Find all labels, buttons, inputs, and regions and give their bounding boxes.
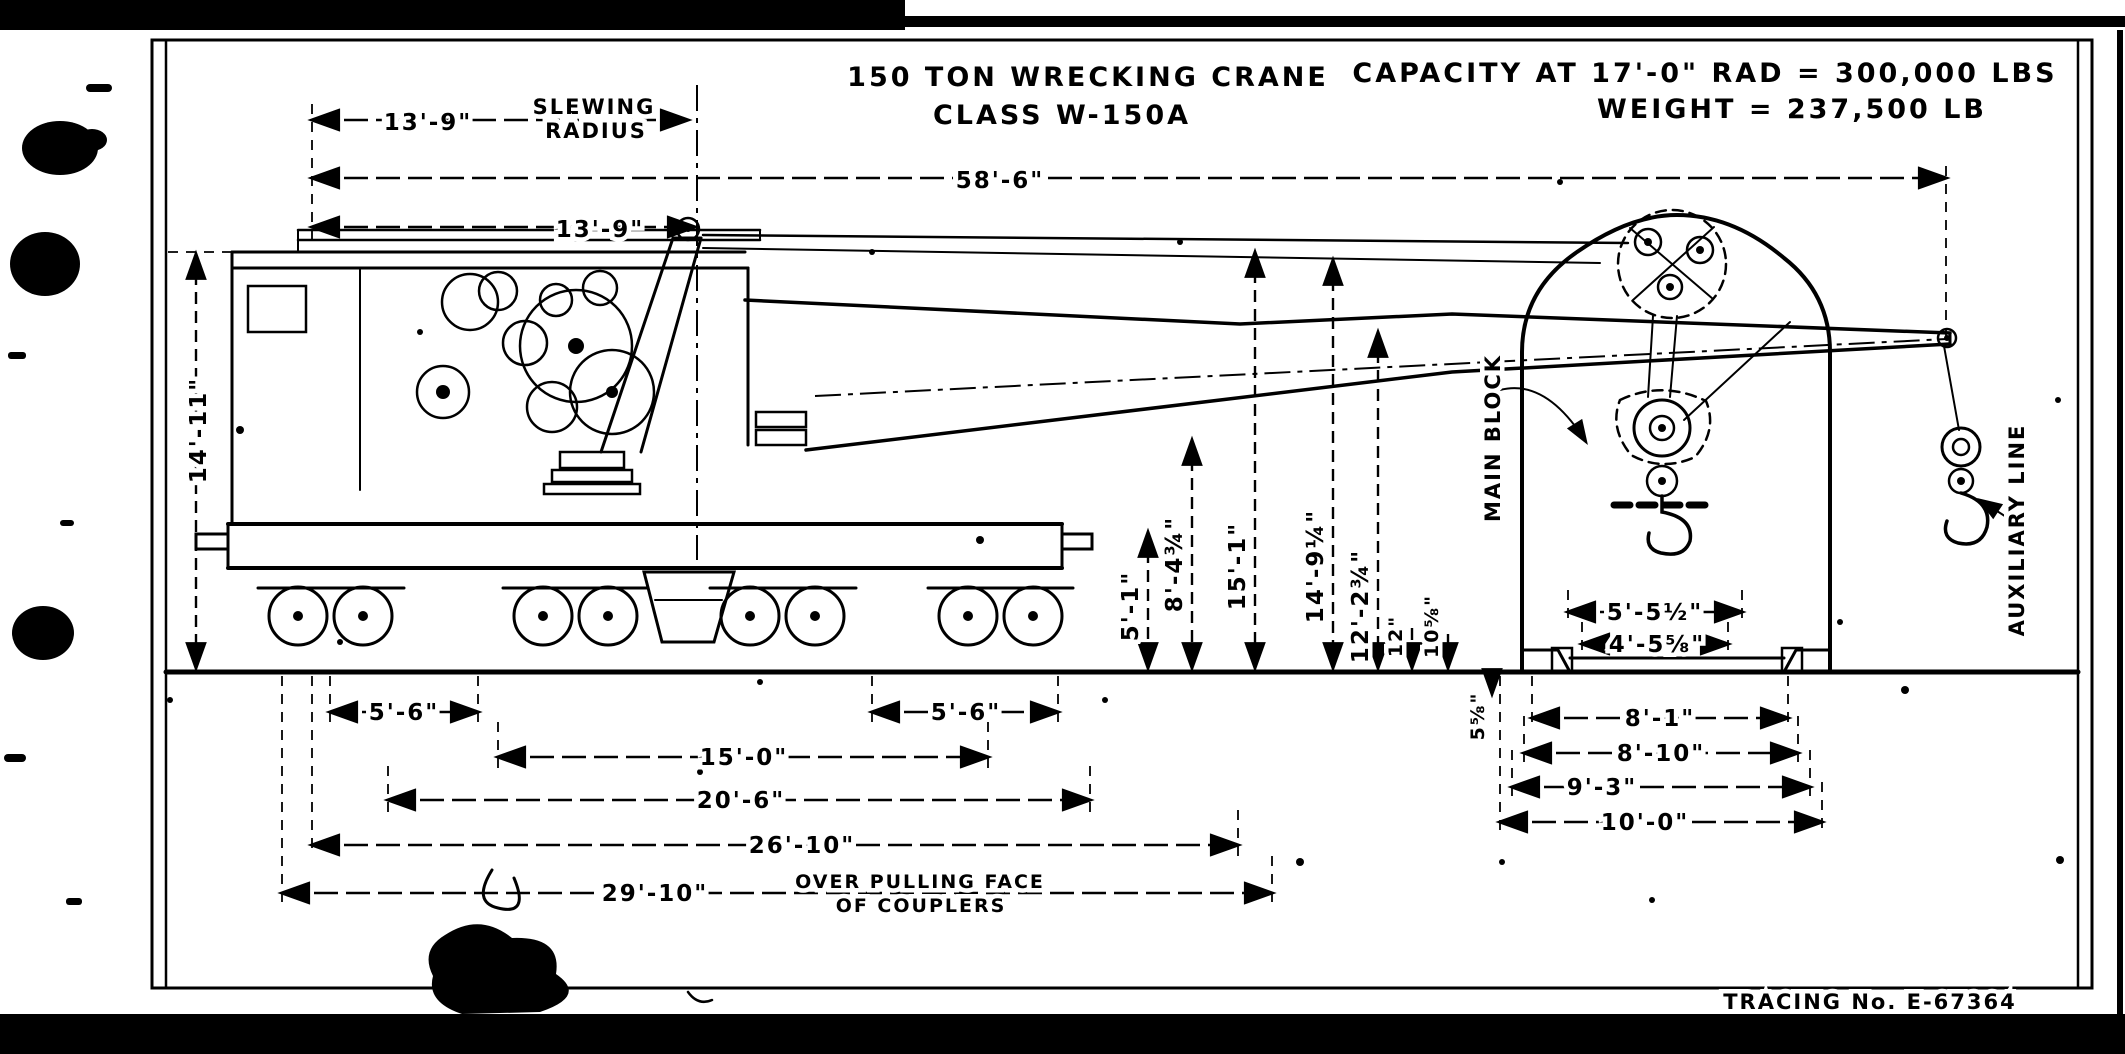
- dim-rail-boom-chord: 12'-2¾": [1348, 549, 1374, 663]
- dim-rail-pendant: 15'-1": [1225, 522, 1251, 611]
- machinery-gears: [415, 269, 656, 436]
- dim-rail-heel: 8'-4¾": [1162, 516, 1188, 612]
- dim-body-width-3: 9'-3": [1567, 775, 1638, 801]
- crane-side-view: [194, 216, 1960, 647]
- drawing-frame: [150, 38, 2094, 990]
- boom: [701, 233, 1960, 452]
- extension-lines: [168, 104, 1947, 903]
- capacity-note: CAPACITY AT 17'-0" RAD = 300,000 LBS: [1352, 58, 2057, 89]
- dim-over-couplers: 29'-10": [602, 881, 709, 907]
- scan-specks: [167, 179, 2064, 903]
- dim-wheelbase-left: 5'-6": [369, 700, 440, 726]
- weight-note: WEIGHT = 237,500 LB: [1597, 94, 1987, 125]
- dim-clearance-5: 5⅝": [1467, 692, 1489, 741]
- dim-rail-deck: 5'-1": [1118, 571, 1144, 642]
- auxiliary-line-label: AUXILIARY LINE: [2005, 424, 2029, 637]
- drawing-title: 150 TON WRECKING CRANE: [847, 62, 1329, 93]
- coupler-note-1: OVER PULLING FACE: [795, 871, 1045, 893]
- dim-overall-length: 58'-6": [956, 168, 1045, 194]
- dim-rail-boom-top: 14'-9¼": [1303, 509, 1329, 623]
- flat-car-deck: [194, 522, 1094, 570]
- text-labels: 150 TON WRECKING CRANE CLASS W-150A CAPA…: [182, 54, 2060, 1019]
- trucks: [256, 570, 1075, 644]
- dim-body-width-4: 10'-0": [1601, 810, 1690, 836]
- dim-body-width-2: 8'-10": [1617, 741, 1706, 767]
- dimension-lines: [185, 85, 1951, 905]
- tracing-number: TRACING No. E-67364: [1723, 990, 2017, 1014]
- dim-truck-centers: 15'-0": [700, 745, 789, 771]
- main-block-leader: [1499, 387, 1588, 446]
- dim-block-width-lower: 4'-5⅝": [1609, 632, 1705, 658]
- radius-word: RADIUS: [545, 119, 647, 143]
- auxiliary-hook: [1940, 426, 2015, 546]
- dim-block-width-upper: 5'-5½": [1607, 600, 1703, 626]
- dim-clearance-12: 12": [1385, 615, 1407, 657]
- wheels: [267, 585, 1064, 647]
- dim-height-roof: 14'-11": [186, 377, 212, 484]
- crane-end-view: [1499, 208, 1832, 674]
- main-hook-block: [1610, 389, 1716, 556]
- boom-tip-sheaves: [1616, 208, 1728, 320]
- main-block-label: MAIN BLOCK: [1481, 354, 1505, 522]
- dim-tail-radius: 13'-9": [556, 217, 645, 243]
- dim-slewing-radius: 13'-9": [384, 110, 473, 136]
- punch-hole-blobs: [4, 84, 112, 905]
- slewing-word: SLEWING: [533, 95, 656, 119]
- dim-over-end-sills: 26'-10": [749, 833, 856, 859]
- dim-outer-axles: 20'-6": [697, 788, 786, 814]
- dim-wheelbase-right: 5'-6": [931, 700, 1002, 726]
- turntable: [542, 450, 642, 496]
- coupler-note-2: OF COUPLERS: [836, 895, 1007, 917]
- dim-clearance-10: 10⅝": [1421, 594, 1443, 658]
- drawing-class: CLASS W-150A: [933, 100, 1191, 131]
- dim-body-width-1: 8'-1": [1625, 706, 1696, 732]
